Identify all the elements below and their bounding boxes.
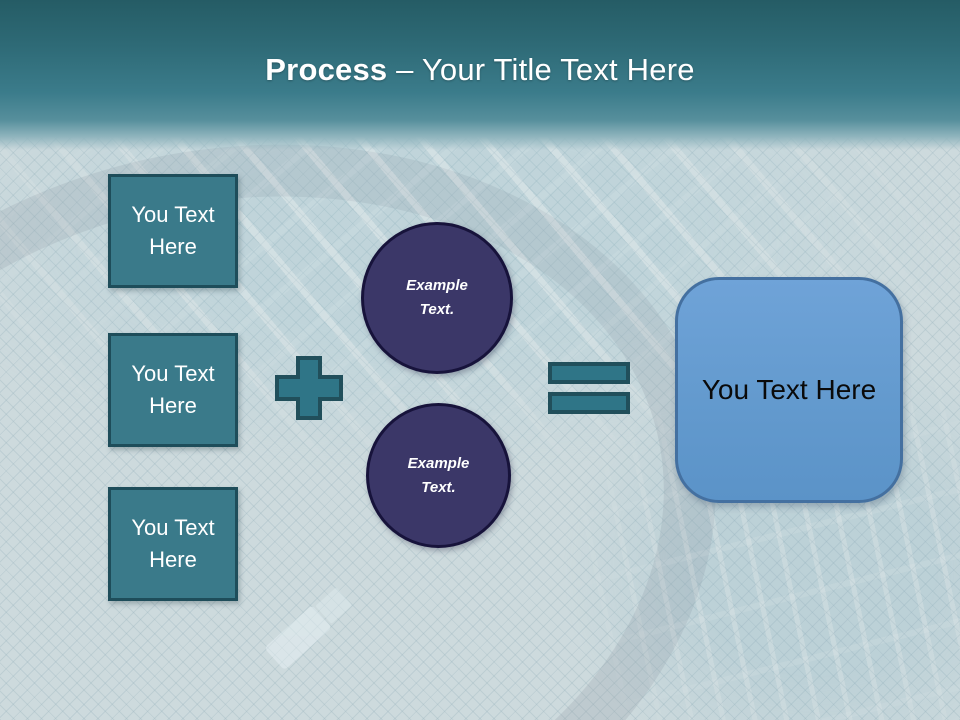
plus-icon [275, 356, 343, 425]
example-circle-2[interactable]: Example Text. [366, 403, 511, 548]
example-circle-2-label: Example Text. [407, 454, 470, 496]
equals-icon [548, 362, 630, 419]
result-box-label: You Text Here [701, 374, 877, 405]
input-box-2-label: You Text Here [131, 361, 215, 418]
result-box[interactable]: You Text Here [675, 277, 903, 503]
slide-title[interactable]: Process – Your Title Text Here [0, 52, 960, 88]
header-band [0, 0, 960, 150]
input-box-1-label: You Text Here [131, 202, 215, 259]
example-circle-1-label: Example Text. [406, 277, 468, 318]
input-box-3[interactable]: You Text Here [108, 487, 238, 601]
title-emphasis: Process [265, 52, 388, 87]
input-box-1[interactable]: You Text Here [108, 174, 238, 288]
title-dash: – [387, 52, 422, 87]
input-box-3-label: You Text Here [131, 515, 215, 572]
example-circle-1[interactable]: Example Text. [361, 222, 513, 374]
title-rest: Your Title Text Here [421, 52, 695, 87]
input-box-2[interactable]: You Text Here [108, 333, 238, 447]
